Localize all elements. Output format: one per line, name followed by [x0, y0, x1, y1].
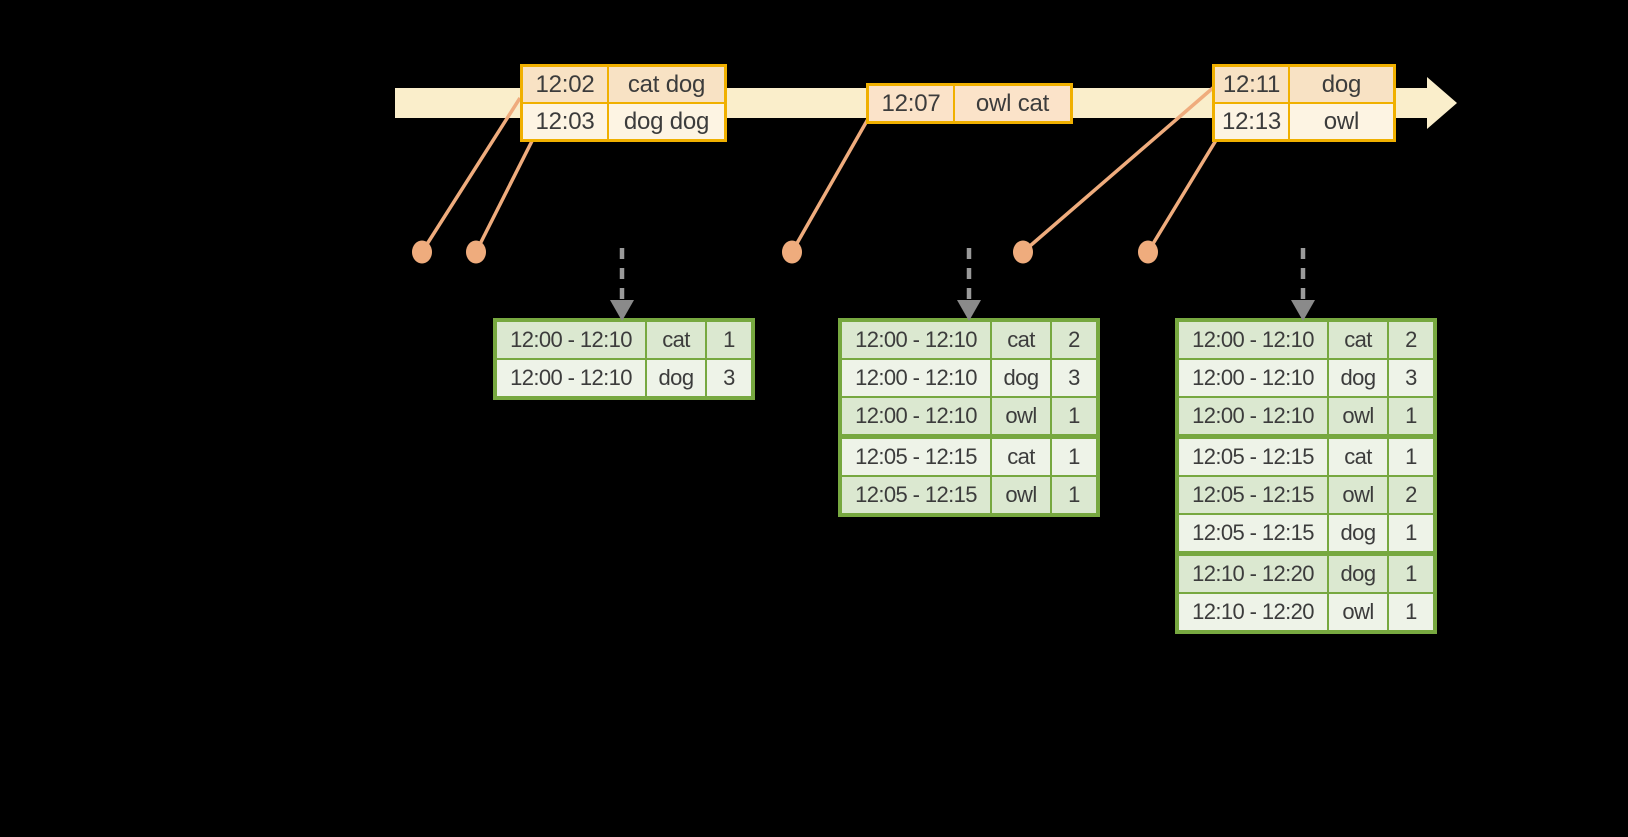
result-cell-word: cat: [647, 322, 705, 358]
result-cell-word: owl: [992, 477, 1050, 513]
event-cell-time: 12:02: [523, 67, 607, 102]
event-cell-time: 12:07: [869, 86, 953, 121]
result-cell-word: dog: [647, 360, 705, 396]
event-leader-line: [1021, 85, 1216, 254]
result-cell-count: 1: [1389, 398, 1433, 434]
event-cell-words: dog dog: [609, 104, 724, 139]
event-dot-icon: [1138, 240, 1158, 264]
result-cell-word: dog: [992, 360, 1050, 396]
result-cell-count: 2: [1389, 322, 1433, 358]
result-cell-word: owl: [1329, 594, 1387, 630]
result-cell-word: cat: [1329, 439, 1387, 475]
event-cell-words: cat dog: [609, 67, 724, 102]
trigger-arrowhead-icon: [1291, 300, 1315, 321]
result-cell-window: 12:10 - 12:20: [1179, 594, 1327, 630]
event-cell-time: 12:13: [1215, 104, 1288, 139]
event-cell-time: 12:11: [1215, 67, 1288, 102]
event-dot-icon: [1013, 240, 1033, 264]
result-cell-word: dog: [1329, 360, 1387, 396]
event-leader-line: [420, 97, 522, 253]
result-cell-word: dog: [1329, 515, 1387, 551]
event-dot-icon: [782, 240, 802, 264]
trigger-arrowhead-icon: [957, 300, 981, 321]
result-cell-window: 12:00 - 12:10: [497, 360, 645, 396]
result-cell-word: cat: [1329, 322, 1387, 358]
result-cell-word: owl: [1329, 398, 1387, 434]
event-cell-words: owl cat: [955, 86, 1070, 121]
result-cell-count: 2: [1052, 322, 1096, 358]
trigger-arrowhead-icon: [610, 300, 634, 321]
result-cell-count: 1: [1389, 515, 1433, 551]
event-cell-time: 12:03: [523, 104, 607, 139]
result-cell-window: 12:00 - 12:10: [1179, 398, 1327, 434]
result-cell-count: 1: [1052, 477, 1096, 513]
result-cell-word: owl: [992, 398, 1050, 434]
result-cell-count: 1: [1052, 398, 1096, 434]
result-cell-count: 1: [707, 322, 751, 358]
result-cell-window: 12:00 - 12:10: [1179, 360, 1327, 396]
result-cell-window: 12:10 - 12:20: [1179, 556, 1327, 592]
result-cell-window: 12:00 - 12:10: [842, 398, 990, 434]
result-cell-window: 12:00 - 12:10: [1179, 322, 1327, 358]
result-cell-count: 1: [1389, 556, 1433, 592]
result-cell-count: 3: [707, 360, 751, 396]
result-cell-word: cat: [992, 322, 1050, 358]
result-cell-count: 1: [1389, 439, 1433, 475]
event-leader-line: [790, 118, 870, 253]
event-dot-icon: [412, 240, 432, 264]
result-cell-count: 3: [1389, 360, 1433, 396]
result-cell-window: 12:05 - 12:15: [1179, 477, 1327, 513]
event-dot-icon: [466, 240, 486, 264]
result-cell-window: 12:05 - 12:15: [842, 439, 990, 475]
result-cell-count: 3: [1052, 360, 1096, 396]
result-cell-window: 12:05 - 12:15: [842, 477, 990, 513]
event-cell-words: owl: [1290, 104, 1393, 139]
result-cell-word: owl: [1329, 477, 1387, 513]
result-cell-word: dog: [1329, 556, 1387, 592]
result-cell-window: 12:05 - 12:15: [1179, 515, 1327, 551]
result-cell-word: cat: [992, 439, 1050, 475]
event-leader-line: [474, 140, 534, 253]
timeline-arrowhead-icon: [1427, 77, 1457, 129]
event-cell-words: dog: [1290, 67, 1393, 102]
result-cell-window: 12:00 - 12:10: [842, 322, 990, 358]
result-cell-window: 12:00 - 12:10: [842, 360, 990, 396]
event-leader-line: [1146, 136, 1220, 253]
result-cell-count: 2: [1389, 477, 1433, 513]
result-cell-window: 12:00 - 12:10: [497, 322, 645, 358]
result-cell-count: 1: [1389, 594, 1433, 630]
result-cell-window: 12:05 - 12:15: [1179, 439, 1327, 475]
result-cell-count: 1: [1052, 439, 1096, 475]
